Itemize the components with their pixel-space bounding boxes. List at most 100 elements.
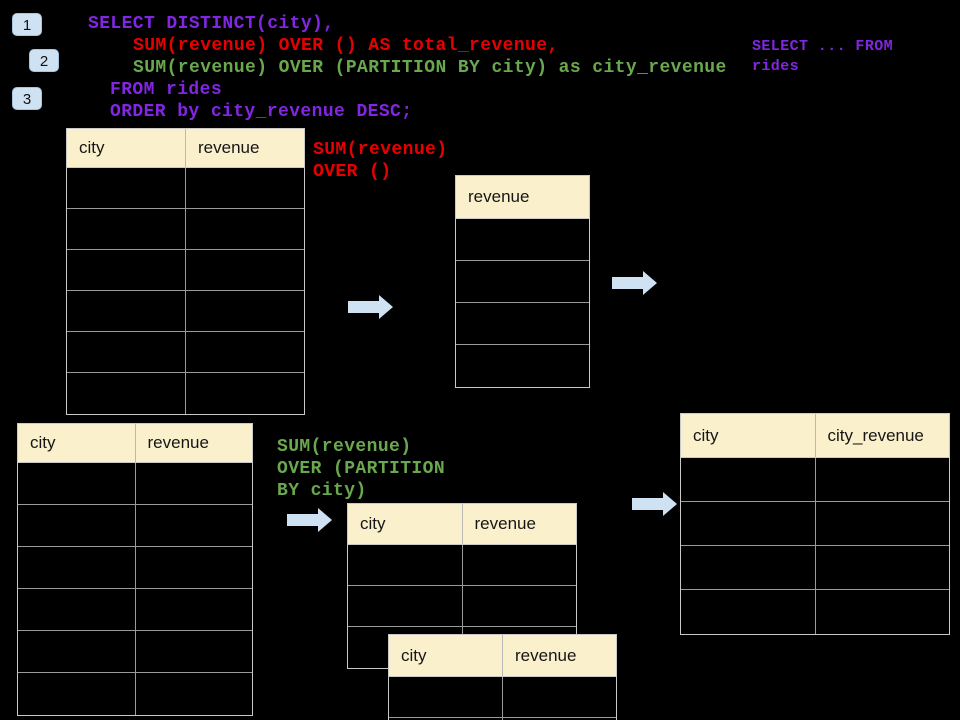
table-cell-empty [816,458,950,501]
annotation-partition-line1: SUM(revenue) [277,437,412,457]
table-cell-empty [186,291,304,331]
table-body [18,463,252,715]
table-cell-empty [456,261,589,302]
table-cell-empty [389,677,503,717]
table-source-partition: city revenue [17,423,253,716]
arrow-head [643,271,657,295]
step-badge-3: 3 [12,87,42,110]
table-body [681,458,949,634]
table-cell-empty [18,673,136,715]
table-body [456,219,589,387]
table-cell-empty [18,463,136,504]
column-header-revenue: revenue [147,433,209,452]
table-row [681,458,949,502]
table-cell-empty [186,209,304,249]
column-header-revenue: revenue [198,138,260,157]
table-row [456,303,589,345]
table-header-row: city revenue [18,424,252,463]
arrow-head [663,492,677,516]
table-row [18,505,252,547]
table-row [67,250,304,291]
sql-line-order: ORDER by city_revenue DESC; [110,102,413,122]
table-row [67,373,304,414]
table-cell-empty [681,502,816,545]
table-row [389,677,616,718]
table-cell-empty [136,463,253,504]
table-row [681,546,949,590]
table-cell-empty [348,545,463,585]
table-row [681,590,949,634]
table-cell-empty [18,589,136,630]
arrow-head [379,295,393,319]
table-cell-empty [136,631,253,672]
table-body [67,168,304,414]
table-row [67,209,304,250]
table-header-row: city revenue [348,504,576,545]
table-row [456,219,589,261]
column-header-city: city [67,129,186,167]
table-cell-empty [67,209,186,249]
table-cell-empty [67,373,186,414]
table-final-result: city city_revenue [680,413,950,635]
column-header-city: city [389,635,503,676]
annotation-total-revenue: SUM(revenue)OVER () [313,139,447,183]
annotation-total-line2: OVER () [313,162,392,182]
sql-line-total: SUM(revenue) OVER () AS total_revenue, [133,36,559,56]
table-cell-empty [463,586,577,626]
table-cell-empty [348,586,463,626]
table-row [18,673,252,715]
table-row [18,463,252,505]
table-row [456,345,589,387]
table-row [67,332,304,373]
table-cell-empty [136,673,253,715]
table-cell-empty [186,373,304,414]
table-cell-empty [186,332,304,372]
table-cell-empty [18,547,136,588]
table-cell-empty [67,332,186,372]
table-cell-empty [456,219,589,260]
table-row [67,168,304,209]
table-cell-empty [67,250,186,290]
table-cell-empty [136,589,253,630]
table-cell-empty [67,168,186,208]
table-row [18,589,252,631]
arrow-right-icon [348,295,393,319]
step-badge-1: 1 [12,13,42,36]
column-header-revenue: revenue [474,514,536,533]
table-cell-empty [456,303,589,344]
arrow-shaft [287,514,318,526]
table-cell-empty [681,546,816,589]
column-header-city: city [681,414,816,457]
sql-line-from: FROM rides [110,80,223,100]
table-cell-empty [136,547,253,588]
column-header-city: city [18,424,136,462]
table-cell-empty [681,458,816,501]
table-cell-empty [816,502,950,545]
table-row [67,291,304,332]
table-row [681,502,949,546]
table-cell-empty [67,291,186,331]
table-cell-empty [18,631,136,672]
sql-line-select: SELECT DISTINCT(city), [88,14,335,34]
table-row [389,718,616,720]
arrow-right-icon [612,271,657,295]
column-header-revenue: revenue [515,645,577,665]
side-note-line1: SELECT ... FROM [752,38,894,55]
arrow-shaft [612,277,643,289]
table-cell-empty [186,168,304,208]
table-row [348,545,576,586]
column-header-revenue: revenue [468,187,530,206]
table-partition-group-a: city revenue [347,503,577,669]
table-partition-group-b: city revenue [388,634,617,720]
side-note-line2: rides [752,58,800,75]
annotation-partition-line3: BY city) [277,481,367,501]
arrow-shaft [348,301,379,313]
table-cell-empty [816,590,950,634]
table-body [389,677,616,720]
arrow-shaft [632,498,663,510]
column-header-city-revenue: city_revenue [827,425,924,445]
table-cell-empty [503,677,616,717]
arrow-head [318,508,332,532]
